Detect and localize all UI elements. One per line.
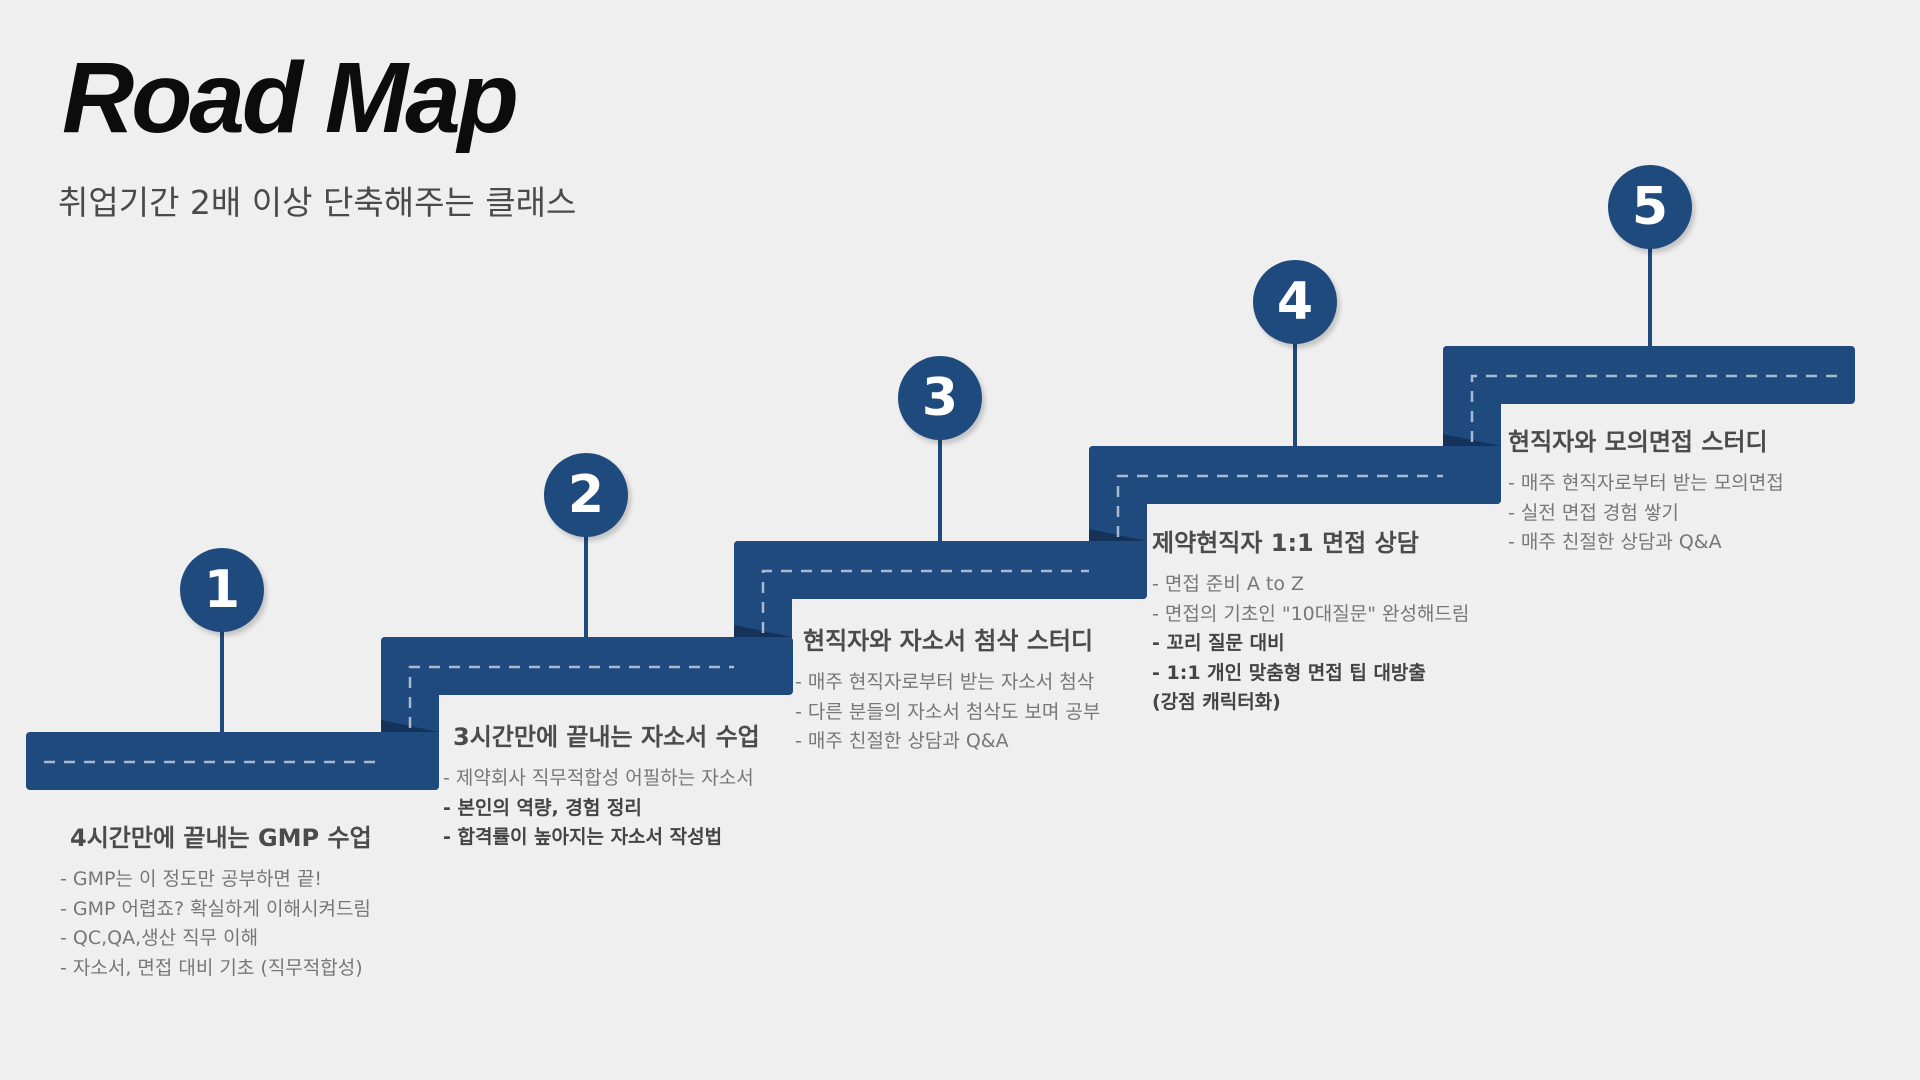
step-5-items: - 매주 현직자로부터 받는 모의면접 - 실전 면접 경험 쌓기 - 매주 친절한…: [1508, 469, 1784, 558]
step-4-text: 제약현직자 1:1 면접 상담 - 면접 준비 A to Z - 면접의 기초인 …: [1152, 523, 1469, 718]
list-item: - 실전 면접 경험 쌓기: [1508, 501, 1679, 524]
step-1-text: 4시간만에 끝내는 GMP 수업 - GMP는 이 정도만 공부하면 끝!- G…: [60, 818, 372, 983]
list-item: - GMP 어렵죠? 확실하게 이해시켜드림: [60, 897, 371, 920]
list-item: - 1:1 개인 맞춤형 면접 팁 대방출: [1152, 661, 1426, 684]
list-item: - 매주 친절한 상담과 Q&A: [1508, 531, 1722, 553]
step-2-items: - 제약회사 직무적합성 어필하는 자소서 - 본인의 역량, 경험 정리 - 합격…: [443, 764, 760, 853]
list-item: - 제약회사 직무적합성 어필하는 자소서: [443, 767, 754, 789]
page-title: Road Map: [62, 42, 519, 154]
step-3-text: 현직자와 자소서 첨삭 스터디 - 매주 현직자로부터 받는 자소서 첨삭 - 다…: [795, 621, 1100, 757]
step-3-title: 현직자와 자소서 첨삭 스터디: [803, 627, 1094, 655]
list-item: - 매주 친절한 상담과 Q&A: [795, 730, 1009, 752]
list-item: - 매주 현직자로부터 받는 자소서 첨삭: [795, 671, 1095, 693]
step-1-items: - GMP는 이 정도만 공부하면 끝! - GMP 어렵죠? 확실하게 이해시켜…: [60, 865, 372, 983]
list-item: - 면접의 기초인 "10대질문" 완성해드림: [1152, 602, 1470, 625]
list-item: - 자소서, 면접 대비 기초 (직무적합성): [60, 956, 363, 979]
list-item: - QC,QA,생산 직무 이해: [60, 927, 259, 949]
step-1-title: 4시간만에 끝내는 GMP 수업: [70, 824, 372, 852]
page-subtitle: 취업기간 2배 이상 단축해주는 클래스: [58, 183, 577, 222]
list-item: - 면접 준비 A to Z: [1152, 573, 1305, 595]
step-4-title: 제약현직자 1:1 면접 상담: [1152, 529, 1419, 557]
step-1-number: 1: [180, 548, 264, 632]
list-item: - 꼬리 질문 대비: [1152, 632, 1285, 654]
road-segment-2: [381, 637, 793, 790]
step-2-text: 3시간만에 끝내는 자소서 수업 - 제약회사 직무적합성 어필하는 자소서- …: [443, 717, 760, 853]
road-segment-3: [734, 541, 1147, 695]
list-item: - 합격률이 높아지는 자소서 작성법: [443, 826, 723, 848]
step-4-number: 4: [1253, 260, 1337, 344]
step-2-number: 2: [544, 453, 628, 537]
step-5-text: 현직자와 모의면접 스터디 - 매주 현직자로부터 받는 모의면접 - 실전 면접…: [1508, 422, 1784, 558]
step-4-items: - 면접 준비 A to Z - 면접의 기초인 "10대질문" 완성해드림 - 꼬…: [1152, 570, 1469, 718]
step-2-title: 3시간만에 끝내는 자소서 수업: [453, 723, 760, 751]
list-item: - 본인의 역량, 경험 정리: [443, 796, 642, 819]
list-item: - 매주 현직자로부터 받는 모의면접: [1508, 472, 1784, 494]
road-segment-1: [26, 732, 439, 790]
list-item: (강점 캐릭터화): [1152, 691, 1281, 713]
step-5-number: 5: [1608, 165, 1692, 249]
road-segment-5: [1443, 346, 1855, 504]
list-item: - 다른 분들의 자소서 첨삭도 보며 공부: [795, 700, 1101, 723]
step-5-title: 현직자와 모의면접 스터디: [1508, 428, 1768, 456]
step-3-number: 3: [898, 356, 982, 440]
list-item: - GMP는 이 정도만 공부하면 끝!: [60, 868, 323, 890]
step-3-items: - 매주 현직자로부터 받는 자소서 첨삭 - 다른 분들의 자소서 첨삭도 보며…: [795, 668, 1100, 757]
pins: [220, 245, 1652, 732]
road-segment-4: [1089, 446, 1501, 599]
